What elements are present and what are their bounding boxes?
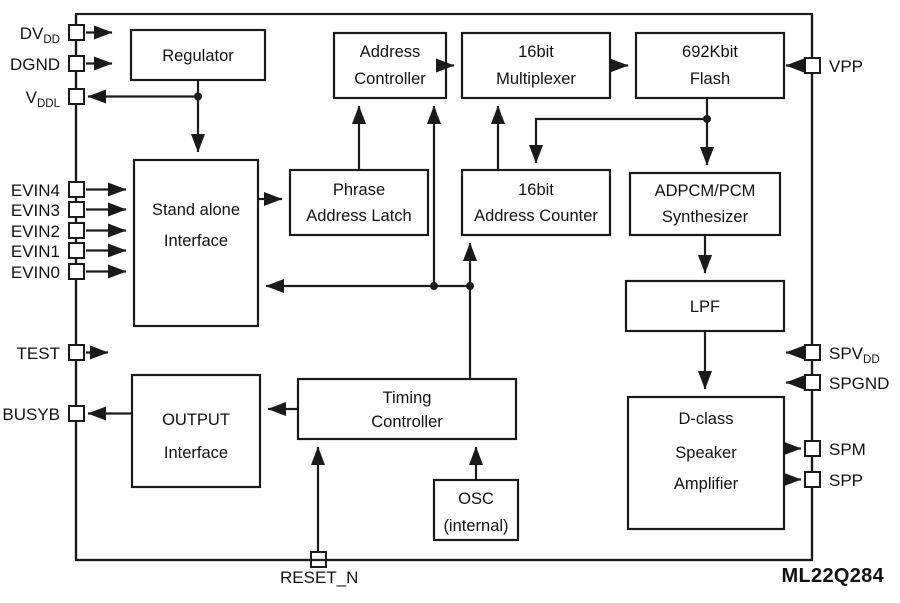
pin-spp[interactable]: SPP bbox=[782, 471, 863, 490]
block-label: Flash bbox=[690, 70, 730, 88]
block-label: Multiplexer bbox=[496, 70, 576, 88]
block-label: Address Latch bbox=[306, 207, 411, 225]
block-label: 692Kbit bbox=[682, 43, 738, 61]
svg-text:VDDL: VDDL bbox=[26, 88, 61, 110]
pin-label: RESET_N bbox=[280, 568, 358, 587]
pin-label: DV bbox=[20, 24, 44, 43]
block-label: Interface bbox=[164, 444, 228, 462]
block-label: 16bit bbox=[518, 181, 554, 199]
block-label: Controller bbox=[354, 70, 426, 88]
block-output-interface: OUTPUT Interface bbox=[130, 373, 262, 489]
part-number-label: ML22Q284 bbox=[782, 565, 885, 587]
block-regulator: Regulator bbox=[129, 28, 267, 82]
wire-feedback-bus bbox=[265, 242, 478, 380]
pin-label: BUSYB bbox=[2, 405, 60, 424]
block-label: D-class bbox=[678, 410, 733, 428]
block-label: (internal) bbox=[443, 517, 508, 535]
pin-label: EVIN4 bbox=[11, 181, 60, 200]
pin-spm[interactable]: SPM bbox=[782, 440, 866, 459]
pin-label-sub: DD bbox=[863, 354, 880, 366]
block-stand-alone-interface: Stand alone Interface bbox=[132, 158, 260, 328]
pin-label-sub: DD bbox=[43, 34, 60, 46]
wire-flash-out bbox=[528, 98, 715, 166]
pin-label: EVIN2 bbox=[11, 222, 60, 241]
block-label: Address bbox=[360, 43, 421, 61]
block-multiplexer: 16bit Multiplexer bbox=[460, 31, 612, 100]
pin-label: SPGND bbox=[829, 374, 889, 393]
block-label: OUTPUT bbox=[162, 411, 230, 429]
pin-vddl[interactable]: VDDL bbox=[26, 88, 85, 110]
pin-evin0[interactable]: EVIN0 bbox=[11, 263, 127, 282]
block-flash: 692Kbit Flash bbox=[634, 31, 786, 100]
pin-vpp[interactable]: VPP bbox=[785, 57, 863, 76]
pin-spvdd[interactable]: SPVDD bbox=[785, 344, 880, 366]
block-address-counter: 16bit Address Counter bbox=[460, 168, 612, 237]
pin-spgnd[interactable]: SPGND bbox=[785, 374, 889, 393]
block-label: Amplifier bbox=[674, 475, 739, 493]
block-label: Synthesizer bbox=[662, 208, 749, 226]
pin-label: DGND bbox=[10, 55, 60, 74]
block-lpf: LPF bbox=[624, 279, 786, 333]
pin-label: EVIN1 bbox=[11, 242, 60, 261]
pin-evin2[interactable]: EVIN2 bbox=[11, 222, 127, 241]
block-adpcm-pcm-synthesizer: ADPCM/PCM Synthesizer bbox=[628, 171, 782, 237]
block-label: ADPCM/PCM bbox=[655, 182, 756, 200]
block-label: LPF bbox=[690, 298, 720, 316]
block-timing-controller: Timing Controller bbox=[296, 377, 518, 441]
block-label: Stand alone bbox=[152, 201, 240, 219]
pin-label: SPP bbox=[829, 471, 863, 490]
block-label: Timing bbox=[383, 389, 432, 407]
svg-text:VPP: VPP bbox=[829, 57, 863, 76]
block-label: Controller bbox=[371, 413, 443, 431]
pin-evin1[interactable]: EVIN1 bbox=[11, 242, 127, 261]
block-label: Speaker bbox=[675, 444, 737, 462]
block-label: OSC bbox=[458, 490, 494, 508]
block-address-controller: Address Controller bbox=[332, 31, 448, 100]
pin-test[interactable]: TEST bbox=[17, 344, 109, 363]
wire-regulator-vddl bbox=[87, 80, 206, 153]
block-label: Phrase bbox=[333, 181, 385, 199]
pin-label: V bbox=[26, 88, 38, 107]
svg-text:SPVDD: SPVDD bbox=[829, 344, 880, 366]
pin-label: TEST bbox=[17, 344, 60, 363]
block-label: Address Counter bbox=[474, 207, 598, 225]
pin-label: EVIN3 bbox=[11, 201, 60, 220]
pin-evin4[interactable]: EVIN4 bbox=[11, 181, 127, 200]
pin-busyb[interactable]: BUSYB bbox=[2, 405, 85, 424]
block-label: Interface bbox=[164, 232, 228, 250]
pin-label: SPM bbox=[829, 440, 866, 459]
pin-label: VPP bbox=[829, 57, 863, 76]
block-d-class-amp: D-class Speaker Amplifier bbox=[626, 395, 786, 531]
pin-label: SPV bbox=[829, 344, 864, 363]
block-label: 16bit bbox=[518, 43, 554, 61]
svg-text:DVDD: DVDD bbox=[20, 24, 60, 46]
pin-label: EVIN0 bbox=[11, 263, 60, 282]
block-label: Regulator bbox=[162, 47, 234, 65]
pin-dvdd[interactable]: DVDD bbox=[20, 24, 113, 46]
block-phrase-address-latch: Phrase Address Latch bbox=[288, 168, 430, 237]
block-osc: OSC (internal) bbox=[432, 478, 520, 542]
pin-dgnd[interactable]: DGND bbox=[10, 55, 113, 74]
pin-label-sub: DDL bbox=[37, 98, 61, 110]
pin-evin3[interactable]: EVIN3 bbox=[11, 201, 127, 220]
